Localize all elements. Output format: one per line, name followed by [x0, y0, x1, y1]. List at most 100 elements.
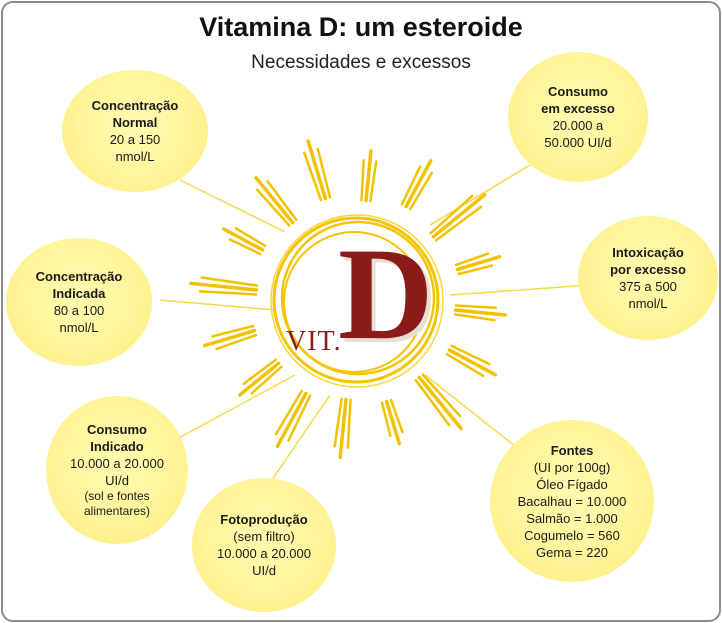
- bubble-heading: Consumo: [87, 422, 147, 437]
- bubble-concentracao-indicada: Concentração Indicada 80 a 100 nmol/L: [6, 238, 152, 366]
- bubble-note: (sol e fontes: [84, 489, 150, 503]
- sun-ray: [421, 373, 462, 418]
- sun-ray: [457, 264, 493, 276]
- sun-ray: [198, 290, 258, 296]
- page-title: Vitamina D: um esteroide: [199, 12, 523, 42]
- connector-intoxicacao: [449, 284, 591, 296]
- bubble-consumo-indicado: Consumo Indicado 10.000 a 20.000 UI/d (s…: [46, 396, 188, 544]
- vit-label: VIT.: [286, 326, 342, 357]
- bubble-heading: Intoxicação: [612, 245, 684, 260]
- connector-consumo-excesso: [429, 164, 531, 226]
- connector-concentracao-indicada: [159, 299, 276, 311]
- sun-ray: [454, 252, 490, 267]
- bubble-heading: em excesso: [541, 101, 615, 116]
- sun-ray: [447, 348, 497, 377]
- connector-consumo-indicado: [174, 374, 296, 441]
- bubble-note: alimentares): [83, 504, 151, 518]
- sun-ray: [250, 365, 283, 395]
- sun-ray: [189, 281, 259, 292]
- sun-ray: [202, 328, 257, 348]
- bubble-heading: Normal: [112, 115, 158, 130]
- sun-ray: [450, 344, 491, 366]
- sun-ray: [254, 175, 295, 225]
- sun-ring-4: [270, 214, 444, 388]
- bubble-heading: por excesso: [610, 262, 686, 277]
- sun-ring-1: [272, 216, 440, 384]
- bubble-text: nmol/L: [628, 296, 668, 311]
- sun-ray: [266, 180, 298, 222]
- sun-ray: [409, 171, 434, 211]
- bubble-text: (UI por 100g): [533, 459, 611, 475]
- sun-ray: [389, 398, 404, 434]
- sun-ray: [211, 324, 255, 338]
- sun-ray: [455, 254, 502, 272]
- bubble-intoxicacao: Intoxicação por excesso 375 a 500 nmol/L: [578, 216, 718, 340]
- sun-rings: [270, 214, 444, 388]
- sun-ray: [380, 401, 392, 437]
- sun-ray: [228, 238, 262, 256]
- bubble-text: 50.000 UI/d: [544, 135, 612, 150]
- sun-ray: [316, 147, 332, 199]
- bubble-text: Salmão = 1.000: [526, 510, 618, 526]
- sun-ray: [274, 389, 303, 436]
- sun-ray: [333, 397, 343, 448]
- sun-ray: [404, 159, 433, 209]
- sun-ray: [275, 391, 308, 449]
- bubble-consumo-excesso: Consumo em excesso 20.000 a 50.000 UI/d: [508, 52, 648, 182]
- sun-ray: [429, 194, 474, 235]
- sun-ray: [242, 358, 278, 385]
- bubble-concentracao-normal: Concentração Normal 20 a 150 nmol/L: [62, 70, 208, 192]
- sun-ring-2: [280, 220, 436, 376]
- bubble-text: nmol/L: [115, 149, 155, 164]
- sun-ray: [287, 394, 312, 442]
- bubble-text: 80 a 100: [53, 303, 105, 318]
- sun-ray: [215, 333, 258, 351]
- bubble-heading: Indicada: [52, 286, 106, 301]
- bubble-heading: Consumo: [548, 84, 608, 99]
- sun-ray: [453, 313, 496, 322]
- sun-ray: [400, 165, 422, 206]
- sun-ray: [338, 397, 348, 459]
- bubble-text: UI/d: [105, 473, 129, 488]
- bubble-fontes: Fontes (UI por 100g) Óleo Fígado Bacalha…: [490, 420, 654, 582]
- bubble-text: Bacalhau = 10.000: [517, 493, 627, 509]
- connector-lines: [159, 164, 591, 491]
- page-subtitle: Necessidades e excessos: [251, 52, 471, 73]
- sun-ray: [200, 276, 259, 287]
- sun-ray: [238, 361, 281, 397]
- vitamin-d-letter: D: [338, 220, 434, 367]
- bubble-text: Gema = 220: [536, 544, 608, 560]
- bubble-text: 20 a 150: [109, 132, 161, 147]
- bubble-text: UI/d: [252, 563, 276, 578]
- bubble-heading: Fotoprodução: [220, 512, 308, 527]
- sun-ray: [434, 205, 483, 242]
- sun-rays: [189, 139, 508, 459]
- bubble-text: 20.000 a: [552, 118, 604, 133]
- bubble-fotoproducao: Fotoprodução (sem filtro) 10.000 a 20.00…: [192, 478, 336, 612]
- sun-ray: [222, 227, 265, 252]
- sun-ray: [431, 193, 487, 239]
- connector-fontes: [424, 374, 521, 451]
- sun-ray: [417, 375, 463, 431]
- sun-ring-3: [283, 231, 425, 373]
- bubble-text: 10.000 a 20.000: [217, 546, 311, 561]
- sun-ray: [256, 188, 291, 227]
- bubble-text: 375 a 500: [619, 279, 677, 294]
- bubble-text: nmol/L: [59, 320, 99, 335]
- sun-ray: [303, 151, 323, 202]
- bubble-heading: Concentração: [35, 269, 123, 284]
- bubble-text: Óleo Fígado: [536, 476, 608, 492]
- bubble-text: Cogumelo = 560: [524, 527, 620, 543]
- sun-ray: [414, 378, 451, 427]
- bubble-heading: Fontes: [550, 442, 594, 458]
- connector-concentracao-normal: [179, 179, 286, 233]
- sun-ray: [364, 148, 373, 203]
- bubble-text: (sem filtro): [233, 529, 295, 544]
- bubble-heading: Indicado: [90, 439, 144, 454]
- sun-ray: [453, 308, 508, 317]
- sun-ray: [346, 398, 352, 450]
- sun-ray: [384, 399, 402, 446]
- sun-ray: [369, 160, 378, 203]
- sun-ray: [234, 227, 267, 247]
